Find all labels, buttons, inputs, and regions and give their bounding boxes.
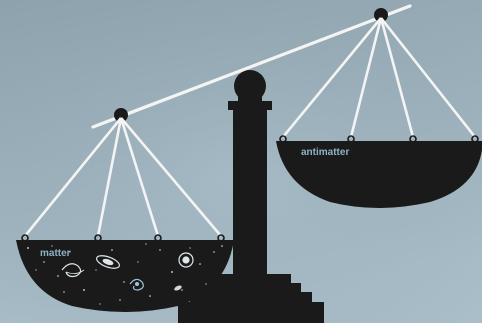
- matter-label: matter: [40, 248, 71, 259]
- antimatter-label: antimatter: [301, 147, 349, 158]
